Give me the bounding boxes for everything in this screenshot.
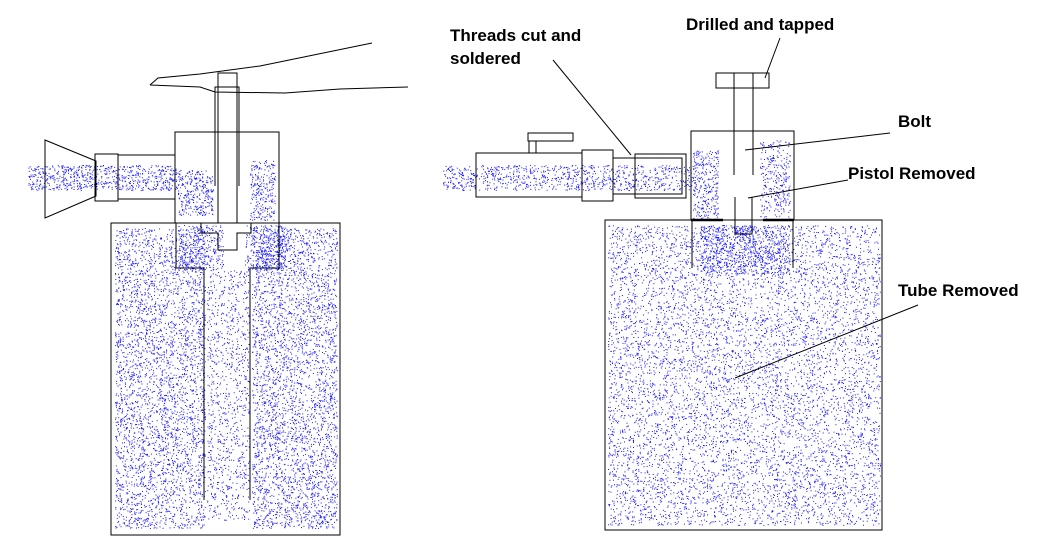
label-line: soldered [450, 49, 521, 68]
tank [110, 222, 341, 536]
leader-lines [552, 37, 919, 379]
label-pistol-removed: Pistol Removed [848, 164, 976, 183]
chamber-walls [691, 220, 794, 268]
label-bolt: Bolt [898, 112, 932, 131]
label-tube-removed: Tube Removed [898, 281, 1019, 300]
rod-sleeve [214, 86, 240, 186]
original-sprayer [44, 42, 409, 536]
label-drilled-tapped: Drilled and tapped [686, 15, 835, 34]
handle-stem [528, 140, 537, 154]
pump-head [690, 130, 795, 221]
inner-tube [734, 197, 753, 235]
handle [527, 132, 574, 142]
piston-chamber [175, 223, 280, 500]
nut-inner [634, 157, 683, 195]
modified-sprayer [475, 37, 919, 531]
hand-outline [149, 42, 409, 94]
pump-rod [217, 72, 238, 224]
label-line: Threads cut and [450, 26, 582, 45]
plunger [200, 223, 252, 251]
label-threads-cut: Threads cut and soldered [450, 24, 581, 70]
bolt-head [715, 72, 770, 89]
tank [604, 219, 883, 531]
coupling [94, 153, 119, 202]
bolt-shaft [733, 73, 754, 175]
spray-particles [28, 140, 881, 529]
coupling [581, 149, 614, 202]
nozzle-cone [44, 139, 97, 219]
threaded-nut [634, 153, 687, 199]
